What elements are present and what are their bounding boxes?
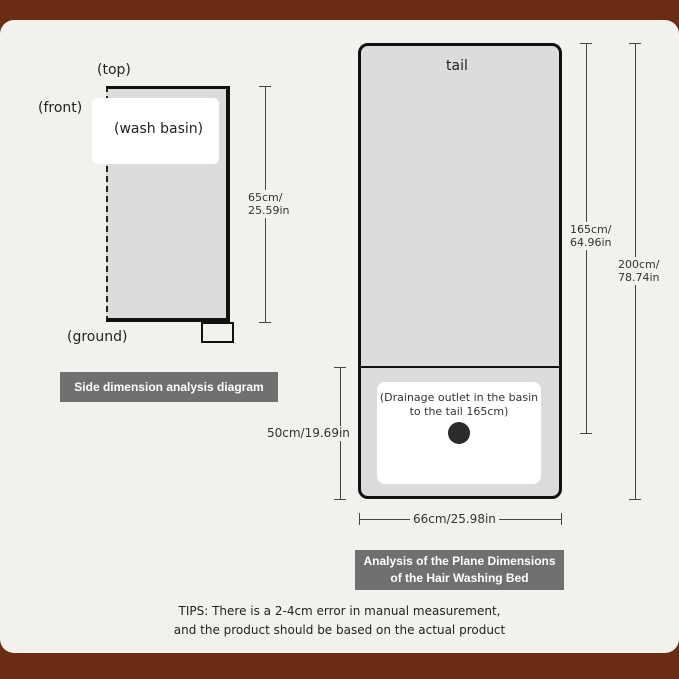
side-caption: Side dimension analysis diagram	[60, 372, 278, 402]
height-dim-tick-bottom	[259, 322, 271, 323]
length-dim-label: 165cm/ 64.96in	[570, 222, 612, 250]
height-dim-label: 65cm/ 25.59in	[248, 190, 290, 218]
basin-dim-label: 50cm/19.69in	[267, 426, 350, 441]
bed-divider	[360, 366, 560, 368]
basin-dim-tick-bottom	[334, 499, 346, 500]
side-foot	[201, 322, 234, 343]
drain-note: (Drainage outlet in the basin to the tai…	[379, 391, 539, 418]
width-dim-label: 66cm/25.98in	[410, 512, 499, 527]
tips-line-2: and the product should be based on the a…	[173, 623, 506, 637]
wash-basin-label: (wash basin)	[114, 121, 204, 137]
total-dim-tick-bottom	[629, 499, 641, 500]
plane-caption: Analysis of the Plane Dimensions of the …	[355, 550, 564, 590]
tips-line-1: TIPS: There is a 2-4cm error in manual m…	[178, 604, 501, 618]
wash-basin-box	[92, 98, 219, 164]
length-dim-tick-bottom	[580, 433, 592, 434]
total-dim-label: 200cm/ 78.74in	[618, 257, 660, 285]
tail-label: tail	[446, 58, 468, 74]
top-label: (top)	[97, 62, 131, 78]
ground-label: (ground)	[67, 329, 128, 345]
drain-outlet	[448, 422, 470, 444]
width-dim-tick-right	[561, 513, 562, 525]
front-label: (front)	[38, 100, 83, 116]
